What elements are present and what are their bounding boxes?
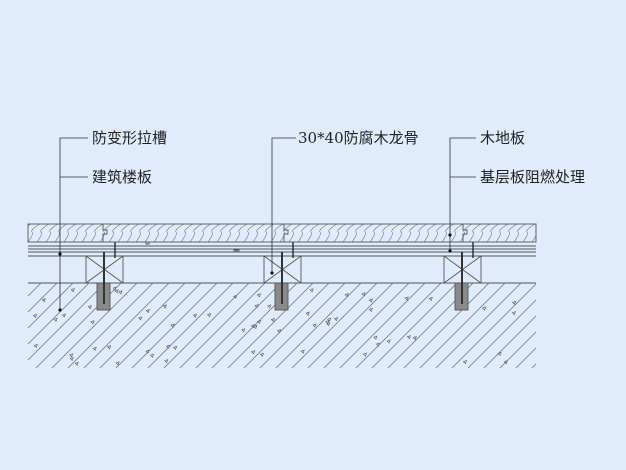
label-building-slab: 建筑楼板 <box>92 168 153 186</box>
label-anti-deform-groove: 防变形拉槽 <box>92 129 168 147</box>
leader-dots <box>58 233 452 312</box>
label-base-board: 基层板阻燃处理 <box>480 168 586 186</box>
label-joist: 30*40防腐木龙骨 <box>298 129 419 147</box>
wood-floorboard <box>28 224 536 242</box>
concrete-slab <box>28 283 536 368</box>
label-wood-floor: 木地板 <box>480 129 526 147</box>
